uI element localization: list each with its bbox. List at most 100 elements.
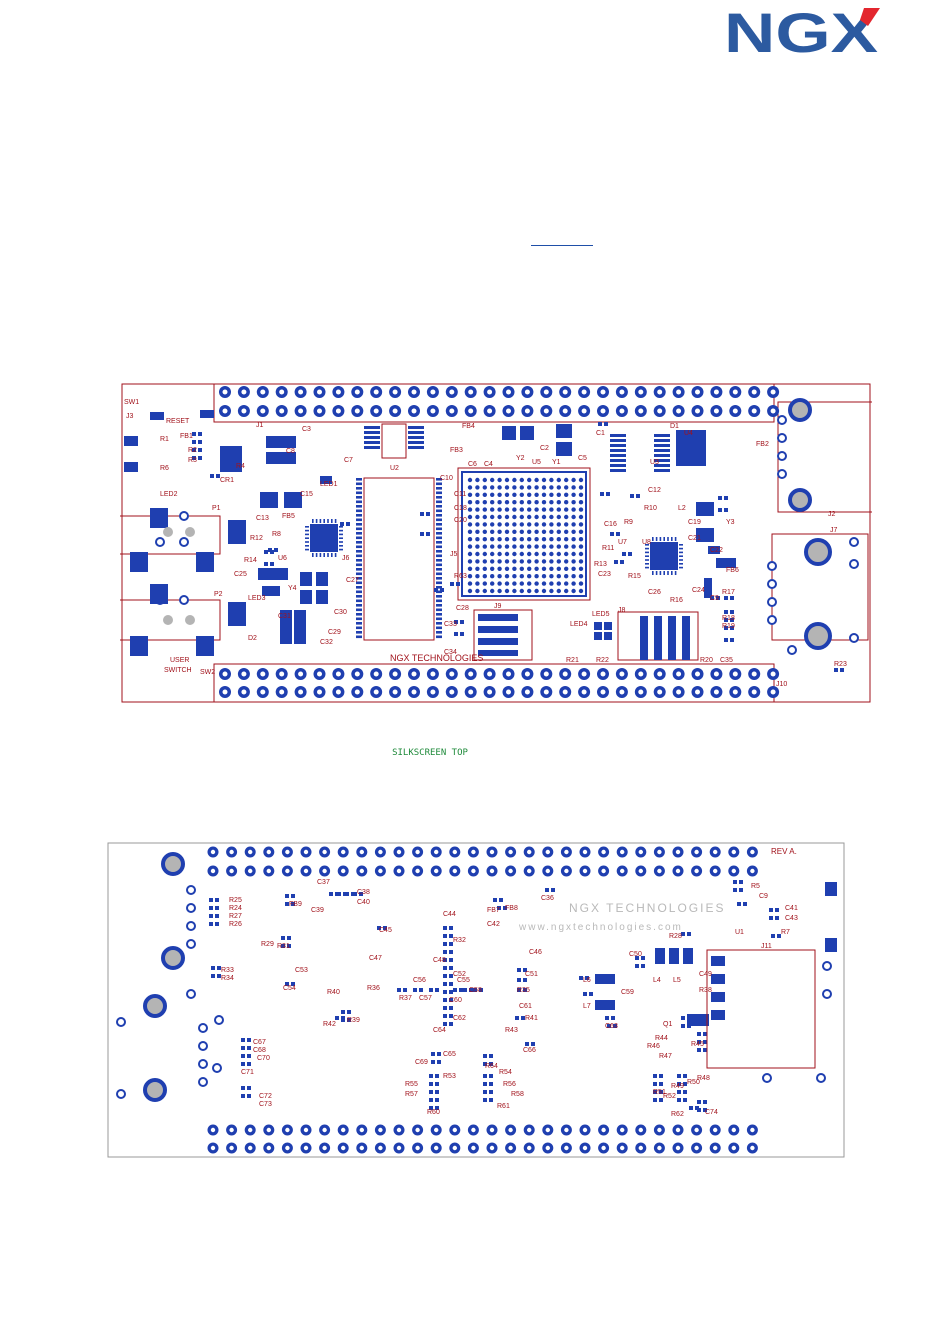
label-c7: C7	[344, 457, 353, 464]
passive-pad	[517, 978, 521, 982]
passive-pad	[515, 1016, 519, 1020]
bga-ball	[549, 485, 554, 490]
bga-ball	[519, 559, 524, 564]
bga-ball	[571, 574, 576, 579]
qfn-pin	[331, 519, 333, 523]
passive-pad	[499, 898, 503, 902]
soic-pin	[364, 426, 380, 429]
header-pin-hole	[487, 671, 493, 677]
bga-ball	[549, 477, 554, 483]
label-fb6: FB6	[726, 567, 739, 574]
bga-ball	[482, 485, 487, 490]
passive-pad	[463, 988, 467, 992]
bga-ball	[556, 537, 561, 542]
connector-pad	[436, 496, 442, 499]
header-pin-hole	[657, 1127, 662, 1133]
bga-ball	[482, 544, 487, 549]
header-pin-hole	[508, 849, 513, 855]
connector-pad	[436, 505, 442, 508]
passive-pad	[517, 968, 521, 972]
header-pin-hole	[732, 408, 738, 414]
connector-pad	[356, 622, 362, 625]
label-c20: C20	[454, 517, 467, 524]
connector-pad	[436, 541, 442, 544]
label-u2: U2	[390, 465, 399, 472]
mounting-hole	[143, 994, 167, 1018]
smd-pad	[556, 442, 572, 456]
jack-hole	[163, 615, 173, 625]
header-pin-hole	[266, 849, 271, 855]
label-r10: R10	[644, 505, 657, 512]
label-c18: C18	[454, 505, 467, 512]
bga-ball	[467, 522, 473, 527]
connector-pad	[436, 532, 442, 535]
passive-pad	[291, 894, 295, 898]
bga-ball	[512, 537, 517, 542]
qfn-pin	[319, 519, 322, 523]
header-pin-hole	[695, 408, 700, 414]
header-pin-hole	[657, 849, 662, 855]
passive-pad	[659, 1090, 663, 1094]
bga-ball	[578, 544, 584, 549]
header-pin-hole	[285, 849, 290, 855]
passive-pad	[397, 988, 401, 992]
label-c41: C41	[785, 905, 798, 912]
j11-outline	[706, 949, 816, 1069]
bga-ball	[541, 500, 547, 505]
bga-ball	[475, 537, 480, 542]
header-pin-hole	[434, 1127, 439, 1133]
passive-pad	[703, 1108, 707, 1112]
bga-ball	[556, 588, 561, 594]
passive-pad	[435, 1106, 439, 1110]
label-r22: R22	[596, 657, 609, 664]
passive-pad	[285, 982, 289, 986]
passive-pad	[247, 1062, 251, 1066]
bga-ball	[497, 559, 502, 564]
bga-ball	[549, 522, 554, 527]
qfn-pin	[339, 529, 343, 532]
label-c2: C2	[540, 445, 549, 452]
passive-pad	[641, 964, 645, 968]
via-pad	[186, 989, 196, 999]
header-pin-hole	[260, 689, 266, 695]
bga-ball	[549, 588, 554, 594]
passive-pad	[241, 1054, 245, 1058]
header-pin-hole	[564, 1145, 569, 1151]
via-pad	[822, 989, 832, 999]
bga-ball	[571, 544, 576, 549]
label-j8: J8	[618, 607, 626, 614]
smd-pad	[294, 610, 306, 644]
connector-pad	[356, 545, 362, 549]
bga-ball	[504, 574, 510, 579]
header-pin-hole	[449, 671, 455, 677]
bga-ball	[556, 574, 561, 579]
qfn-pin	[339, 545, 343, 547]
header-pin-hole	[675, 1127, 681, 1133]
passive-pad	[497, 906, 501, 910]
label-u4: U4	[684, 430, 693, 437]
bga-ball	[534, 544, 539, 549]
header-pin-hole	[322, 1127, 327, 1133]
header-pin-hole	[770, 389, 776, 395]
connector-pad	[356, 536, 362, 540]
header-pin-hole	[285, 868, 290, 874]
passive-pad	[525, 1042, 529, 1046]
passive-pad	[454, 620, 458, 624]
hyperlink-underline	[531, 245, 593, 246]
passive-pad	[681, 1016, 685, 1020]
passive-pad	[453, 988, 457, 992]
label-r13: R13	[594, 561, 607, 568]
bga-ball	[564, 507, 569, 512]
connector-pad	[356, 541, 362, 544]
passive-pad	[775, 908, 779, 912]
label-c9: C9	[710, 595, 719, 602]
bga-ball	[541, 544, 547, 549]
header-pin-hole	[750, 868, 755, 874]
header-pin-hole	[359, 849, 364, 855]
header-pin-hole	[229, 868, 234, 874]
passive-pad	[697, 1100, 701, 1104]
passive-pad	[616, 532, 620, 536]
passive-pad	[703, 1048, 707, 1052]
passive-pad	[523, 978, 527, 982]
passive-pad	[545, 888, 549, 892]
